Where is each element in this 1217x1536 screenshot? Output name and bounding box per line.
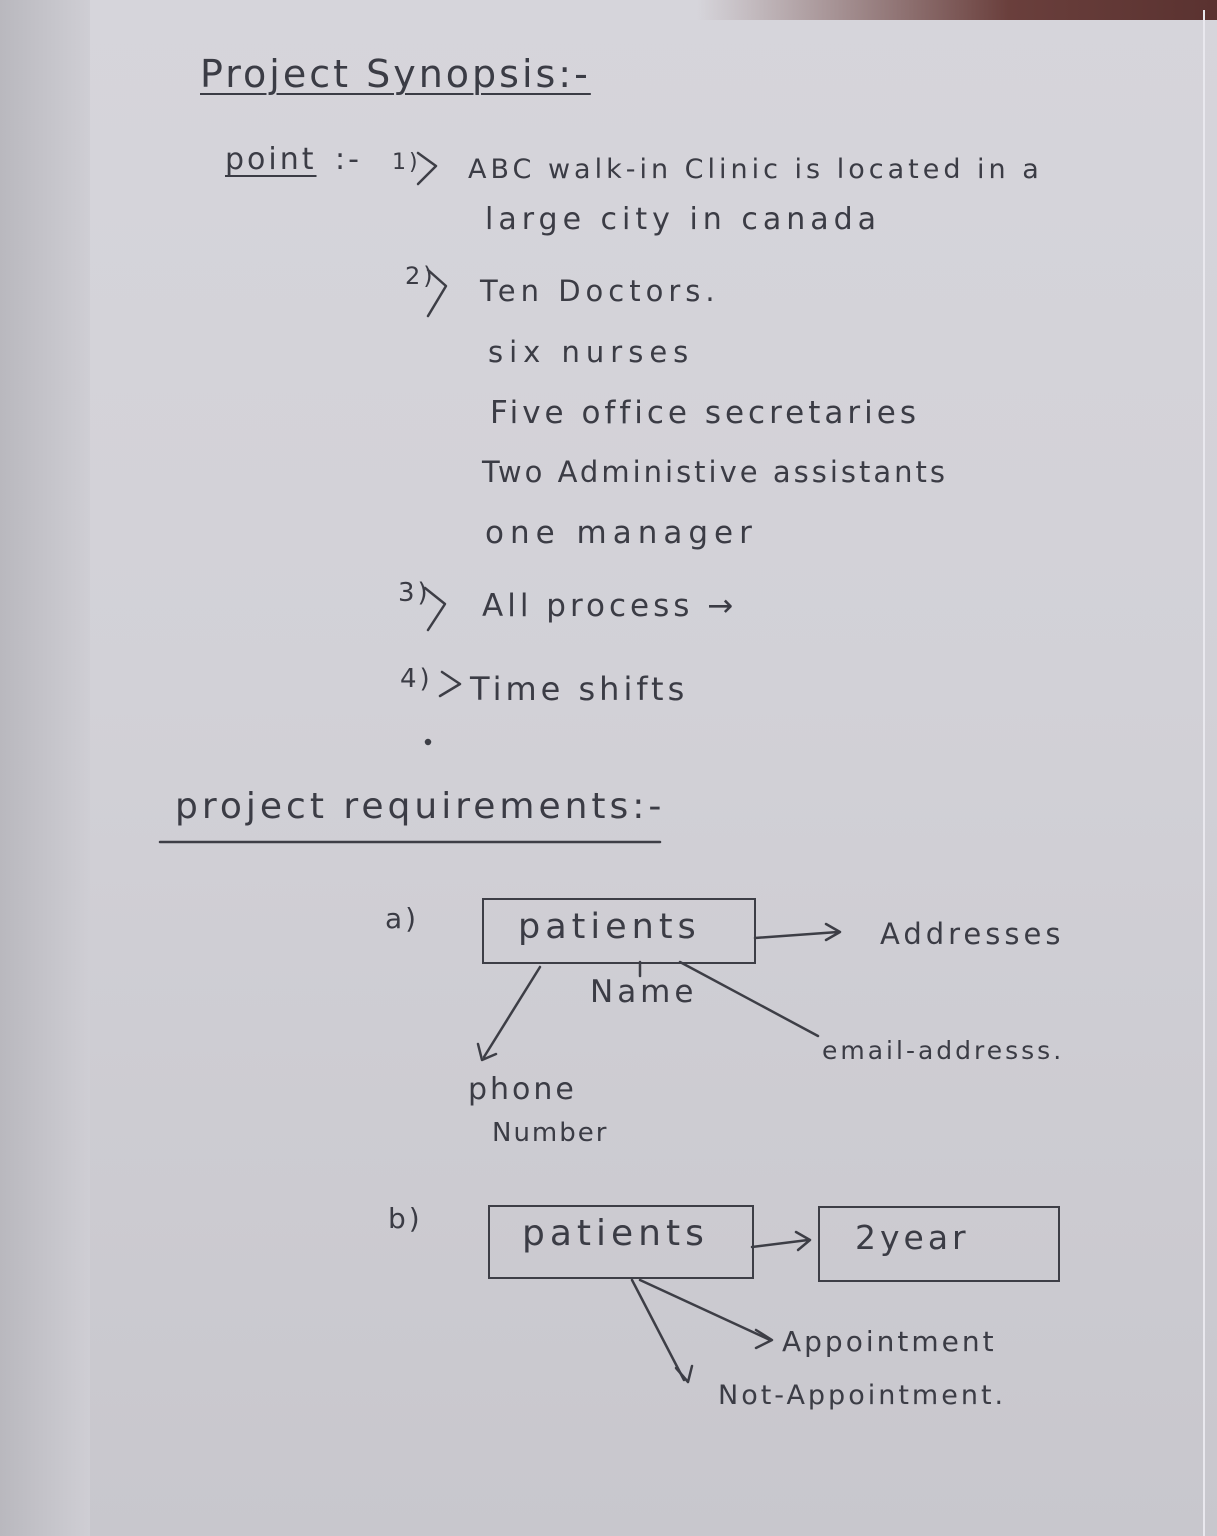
point-arrow-2 bbox=[426, 268, 448, 318]
line-a-phone bbox=[482, 965, 542, 1059]
not-appointment-label: Not-Appointment. bbox=[718, 1380, 1007, 1411]
item-number-2: 2) bbox=[405, 262, 436, 290]
arrow-b-not-appointment-head bbox=[674, 1364, 694, 1384]
item-2-line-1: Ten Doctors. bbox=[480, 274, 720, 308]
synopsis-heading: Project Synopsis:- bbox=[200, 52, 591, 96]
addresses-label: Addresses bbox=[880, 917, 1065, 951]
appointment-label: Appointment bbox=[782, 1325, 997, 1358]
point-arrow-3 bbox=[423, 586, 447, 632]
name-label: Name bbox=[590, 974, 698, 1010]
arrow-b-right bbox=[750, 1238, 810, 1249]
arrow-b-appointment-head bbox=[754, 1328, 774, 1350]
patients-box-b bbox=[488, 1205, 754, 1279]
background-surface bbox=[697, 0, 1217, 20]
item-number-4: 4) bbox=[400, 664, 433, 694]
item-2-line-4: Two Administive assistants bbox=[482, 455, 948, 489]
item-2-line-3: Five office secretaries bbox=[490, 395, 920, 431]
item-2-line-2: six nurses bbox=[488, 335, 695, 369]
arrow-a-phone-head bbox=[476, 1042, 498, 1062]
diagram-a-label: a) bbox=[385, 902, 420, 935]
item-1-line-1: ABC walk-in Clinic is located in a bbox=[468, 154, 1043, 185]
arrow-b-right-head bbox=[794, 1230, 812, 1252]
item-1-line-2: large city in canada bbox=[485, 202, 882, 237]
page-edge bbox=[1203, 10, 1205, 1536]
stray-dot bbox=[424, 738, 432, 746]
item-4-line-1: Time shifts bbox=[470, 670, 689, 708]
two-year-label: 2year bbox=[855, 1218, 970, 1257]
item-number-3: 3) bbox=[398, 578, 431, 608]
point-separator: :- bbox=[335, 142, 362, 177]
diagram-b-label: b) bbox=[388, 1202, 423, 1235]
number-label: Number bbox=[492, 1118, 609, 1148]
line-b-appointment bbox=[638, 1278, 772, 1342]
point-arrow-1 bbox=[416, 151, 438, 186]
email-address-label: email-addresss. bbox=[822, 1036, 1065, 1065]
line-a-email bbox=[678, 960, 820, 1038]
phone-label: phone bbox=[468, 1072, 577, 1107]
item-3-line-1: All process → bbox=[482, 588, 738, 624]
patients-box-b-label: patients bbox=[522, 1213, 709, 1254]
two-year-box bbox=[818, 1206, 1060, 1282]
patients-box-a-label: patients bbox=[518, 907, 701, 947]
page-fold-shadow bbox=[0, 0, 90, 1536]
requirements-heading: project requirements:- bbox=[175, 786, 666, 827]
arrow-a-right bbox=[753, 930, 840, 940]
point-label: point bbox=[225, 142, 317, 177]
patients-box-a bbox=[482, 898, 756, 964]
line-b-not-appointment bbox=[630, 1278, 686, 1382]
item-number-1: 1) bbox=[392, 150, 421, 175]
arrow-a-right-head bbox=[824, 922, 842, 942]
item-2-line-5: one manager bbox=[485, 515, 758, 551]
point-arrow-4 bbox=[438, 670, 462, 698]
